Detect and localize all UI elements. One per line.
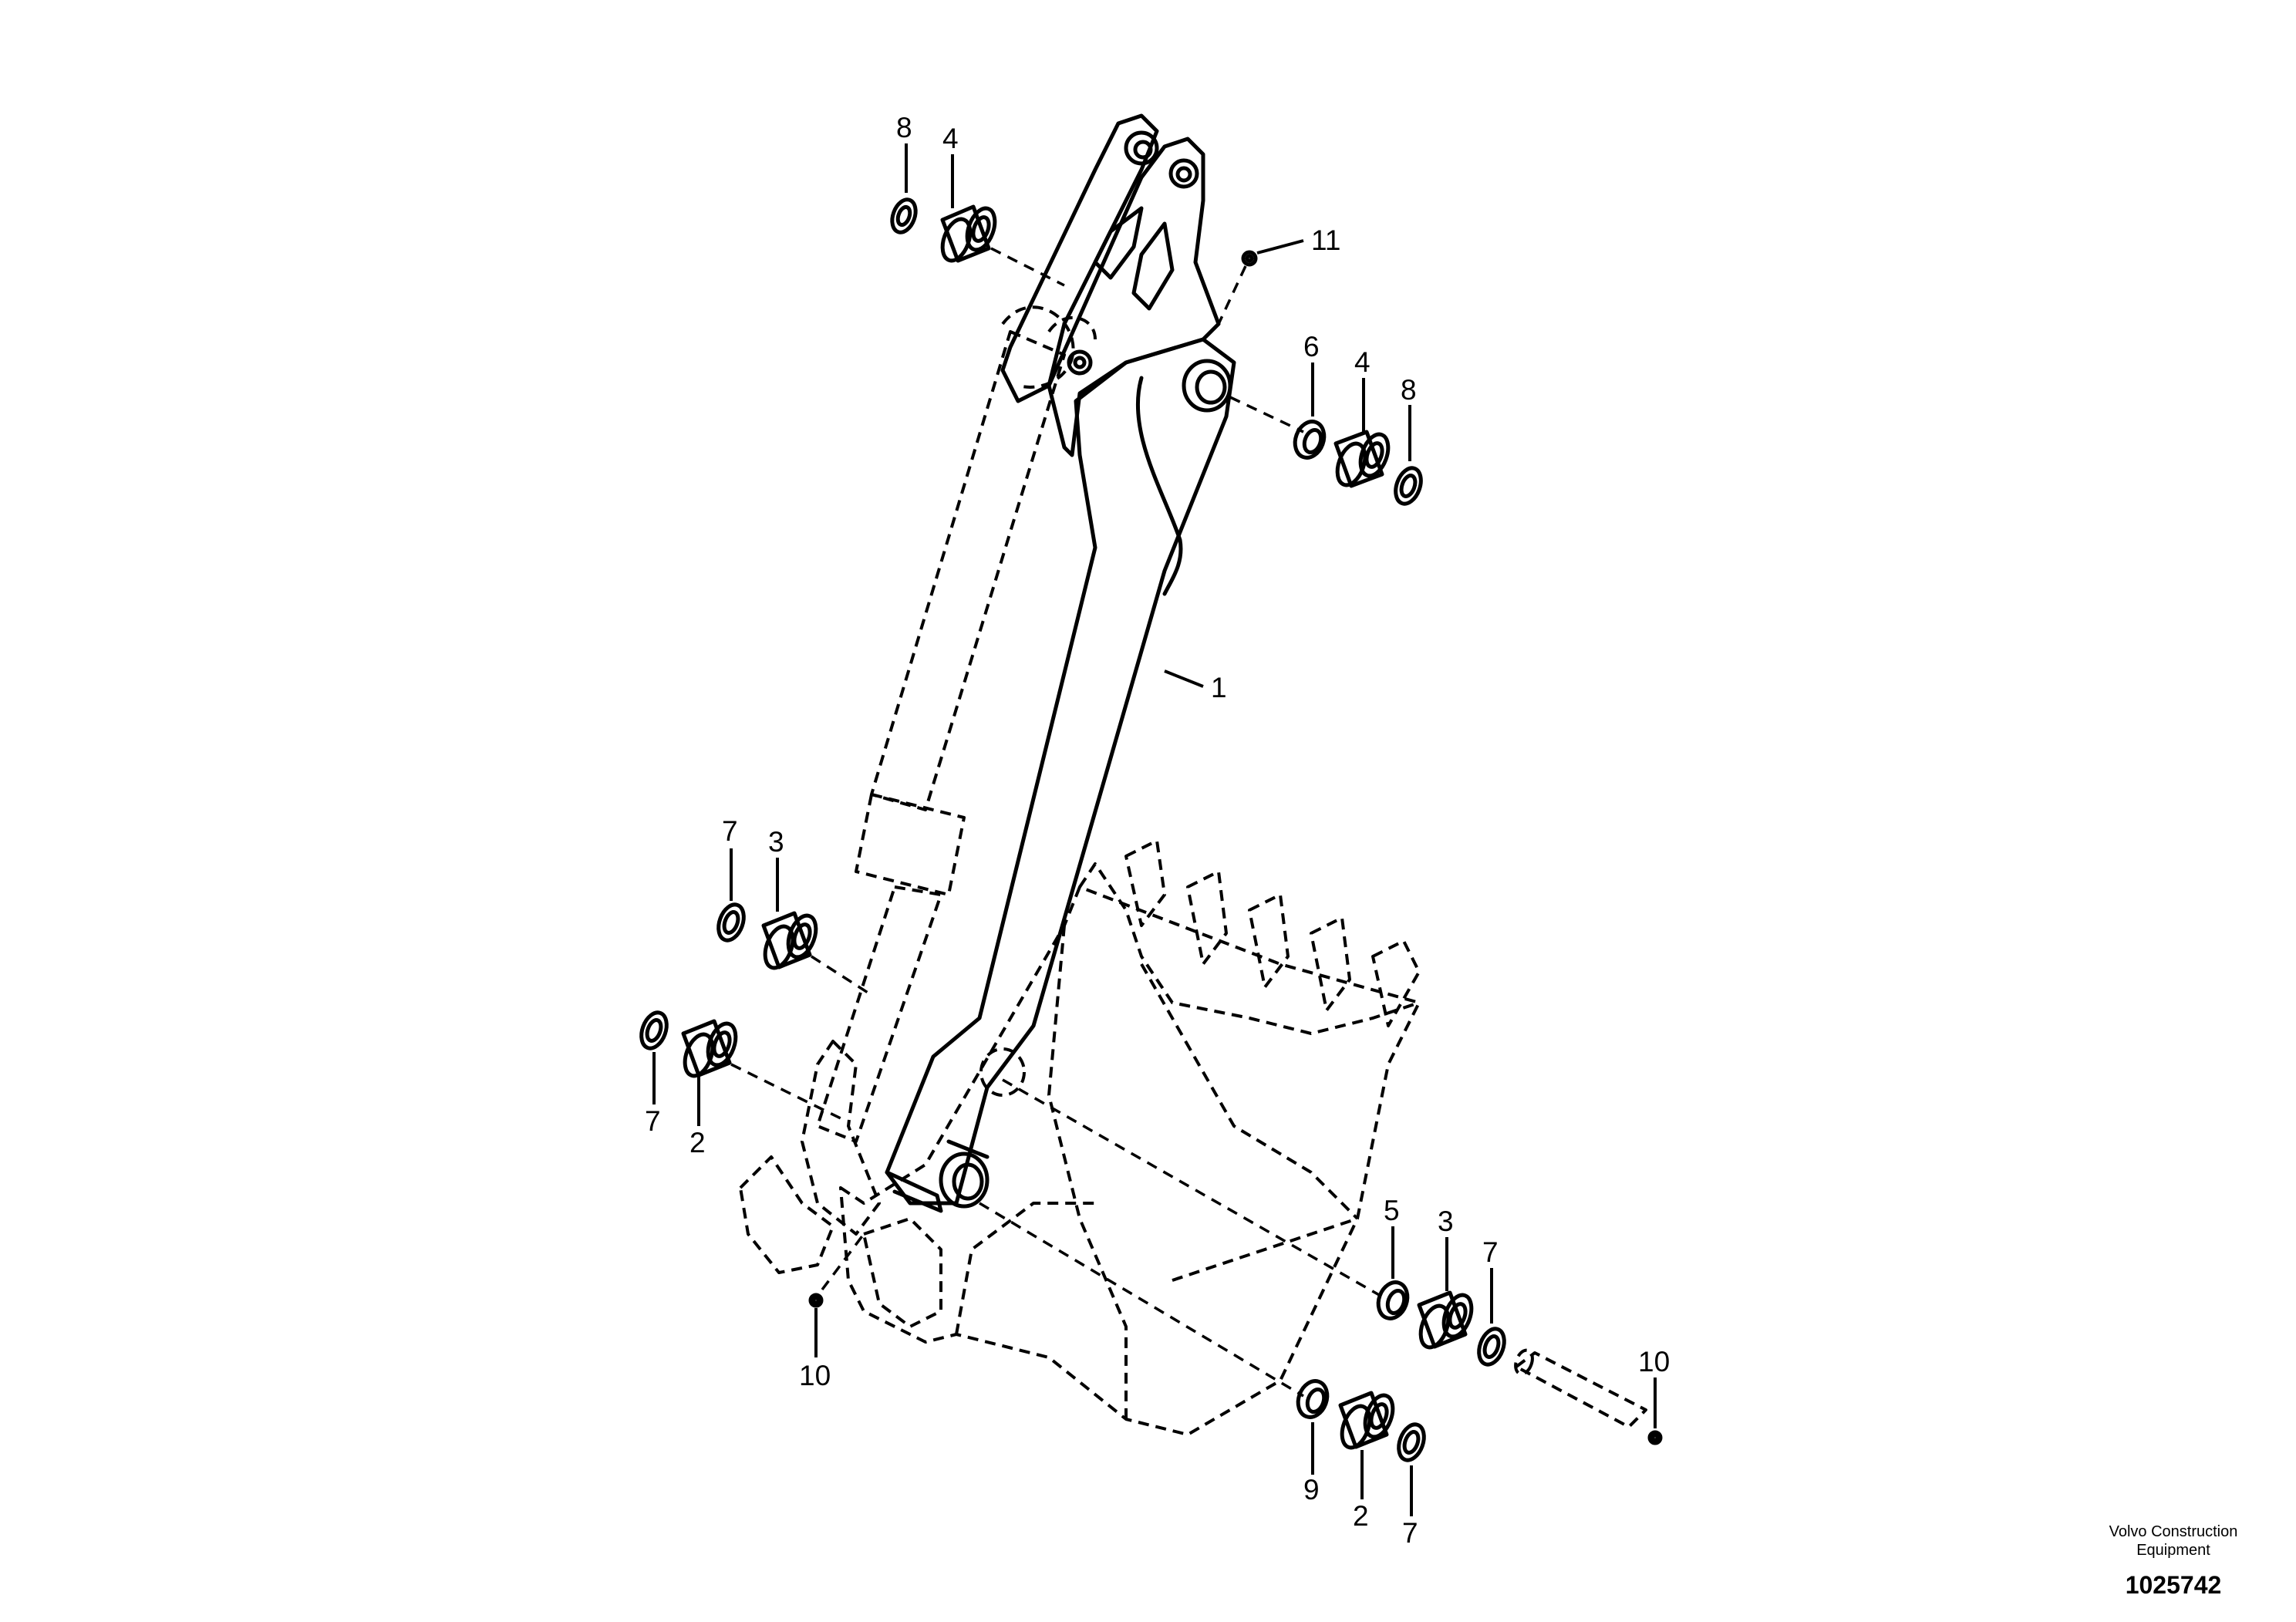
lube-nipple-10-right: [1647, 1430, 1663, 1445]
callout-8: 8: [1401, 374, 1417, 406]
callout-9: 9: [1303, 1474, 1320, 1506]
callout-5: 5: [1384, 1195, 1400, 1226]
callout-6: 6: [1303, 331, 1320, 363]
arm-dipper-stick: [885, 113, 1236, 1213]
assembly-axes: [730, 247, 1381, 1398]
lube-nipple-11: [1241, 250, 1258, 267]
callout-3: 3: [1438, 1206, 1454, 1237]
callout-2: 2: [689, 1127, 706, 1158]
callout-labels: 8 4 11 6 4 8 1 7 3 7 2 10 5 3 7 10 9 2 7: [645, 112, 1670, 1549]
seal-ring-7-right-lower: [1397, 1422, 1426, 1462]
bushing-2-right: [1338, 1391, 1395, 1450]
shim-6: [1293, 420, 1327, 460]
callout-10: 10: [799, 1360, 831, 1391]
caption-line-1: Volvo Construction: [2109, 1523, 2238, 1540]
bushing-3-left: [761, 911, 818, 970]
lube-nipple-10-left: [808, 1293, 824, 1308]
seal-ring-7-left-upper: [716, 902, 746, 943]
drawing-number: 1025742: [2126, 1571, 2222, 1599]
callout-1: 1: [1211, 672, 1227, 703]
bushing-2-left: [681, 1019, 738, 1078]
callout-4: 4: [1354, 346, 1371, 378]
bushing-4-right: [1333, 430, 1391, 488]
callout-7: 7: [645, 1105, 661, 1137]
callout-3: 3: [768, 826, 784, 858]
callout-2: 2: [1353, 1500, 1369, 1532]
callout-7: 7: [722, 815, 738, 847]
shim-5: [1376, 1280, 1410, 1320]
callout-4: 4: [942, 123, 959, 154]
callout-7: 7: [1482, 1236, 1499, 1268]
bushing-3-right: [1417, 1290, 1474, 1350]
parts: [639, 197, 1663, 1462]
callout-11: 11: [1311, 224, 1340, 256]
leader-lines: [652, 143, 1657, 1516]
callout-7: 7: [1402, 1517, 1418, 1549]
seal-ring-8-right: [1394, 466, 1423, 506]
bucket-outline: [739, 839, 1421, 1436]
seal-ring-8-top: [890, 197, 918, 234]
shim-9: [1296, 1379, 1330, 1419]
caption-line-2: Equipment: [2136, 1542, 2210, 1559]
bucket-cylinder-outline: [816, 305, 1097, 1143]
seal-ring-7-right-upper: [1477, 1327, 1506, 1367]
pin-right: [1514, 1348, 1647, 1428]
drawing-caption: Volvo Construction Equipment 1025742: [2109, 1523, 2238, 1599]
bushing-4-top: [940, 204, 997, 263]
callout-8: 8: [896, 112, 912, 143]
callout-10: 10: [1638, 1346, 1670, 1378]
seal-ring-7-left-lower: [639, 1010, 669, 1050]
